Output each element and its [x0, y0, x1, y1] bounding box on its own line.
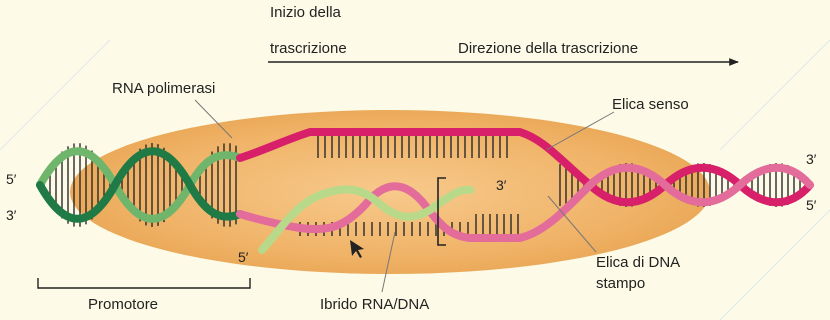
sense-strand-label: Elica senso [612, 96, 689, 114]
three-prime-bubble-label: 3′ [496, 176, 506, 194]
template-strand-label-2: stampo [596, 275, 645, 293]
five-prime-rna-label: 5′ [238, 248, 248, 266]
promoter-label: Promotore [88, 296, 158, 314]
hybrid-label: Ibrido RNA/DNA [320, 296, 429, 314]
three-prime-left-label: 3′ [6, 206, 16, 224]
five-prime-left-label: 5′ [6, 170, 16, 188]
rna-polymerase-label: RNA polimerasi [112, 80, 215, 98]
transcription-start-label-1: Inizio della [270, 4, 341, 22]
transcription-direction-label: Direzione della trascrizione [458, 40, 638, 58]
promoter-bracket [38, 278, 250, 288]
five-prime-right-label: 5′ [806, 196, 816, 214]
transcription-start-label-2: trascrizione [270, 40, 347, 58]
three-prime-right-label: 3′ [806, 150, 816, 168]
template-strand-label-1: Elica di DNA [596, 254, 680, 272]
